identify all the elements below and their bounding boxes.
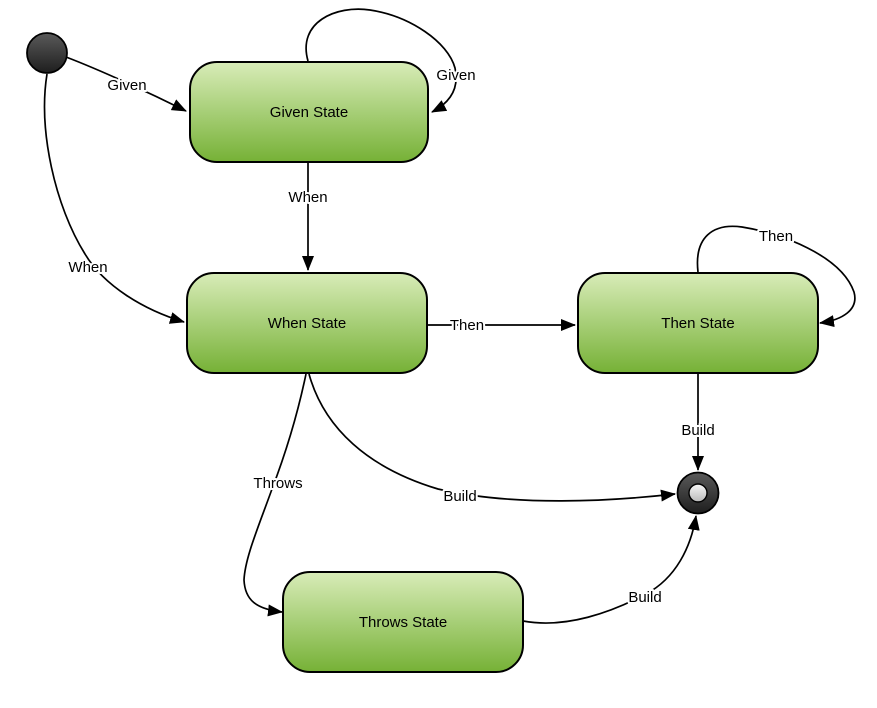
label-initial-to-given: Given bbox=[107, 77, 146, 94]
label-when-to-final: Build bbox=[443, 488, 476, 505]
final-state-core bbox=[688, 483, 708, 503]
transition-then-self-loop bbox=[696, 225, 856, 328]
state-then: Then State bbox=[577, 272, 819, 374]
label-when-to-then: Then bbox=[450, 317, 484, 334]
label-when-to-throws: Throws bbox=[253, 475, 302, 492]
label-given-to-when: When bbox=[288, 189, 327, 206]
state-when: When State bbox=[186, 272, 428, 374]
label-throws-to-final: Build bbox=[628, 589, 661, 606]
transition-when-to-throws bbox=[243, 373, 307, 617]
transition-labels-layer: Given Given When When Then Then Build Bu… bbox=[66, 65, 795, 608]
label-then-to-final: Build bbox=[681, 422, 714, 439]
state-then-box bbox=[577, 272, 819, 374]
transition-initial-to-when bbox=[43, 73, 185, 324]
final-state-node bbox=[676, 471, 720, 515]
transition-when-to-final bbox=[308, 373, 676, 502]
transition-throws-to-final bbox=[522, 515, 700, 624]
label-initial-to-when: When bbox=[68, 259, 107, 276]
transition-given-self-loop bbox=[305, 8, 457, 113]
state-throws-label: Throws State bbox=[359, 614, 447, 631]
states-layer: Given State When State Then State Throws… bbox=[26, 32, 819, 673]
transition-initial-to-given bbox=[65, 56, 187, 112]
state-throws: Throws State bbox=[282, 571, 524, 673]
label-then-self-loop: Then bbox=[759, 228, 793, 245]
state-when-box bbox=[186, 272, 428, 374]
transitions-layer bbox=[43, 8, 856, 624]
state-given-label: Given State bbox=[270, 104, 348, 121]
state-given-box bbox=[189, 61, 429, 163]
label-given-self-loop: Given bbox=[436, 67, 475, 84]
state-then-label: Then State bbox=[661, 315, 734, 332]
state-when-label: When State bbox=[268, 315, 346, 332]
state-throws-box bbox=[282, 571, 524, 673]
state-given: Given State bbox=[189, 61, 429, 163]
initial-state-dot bbox=[26, 32, 68, 74]
